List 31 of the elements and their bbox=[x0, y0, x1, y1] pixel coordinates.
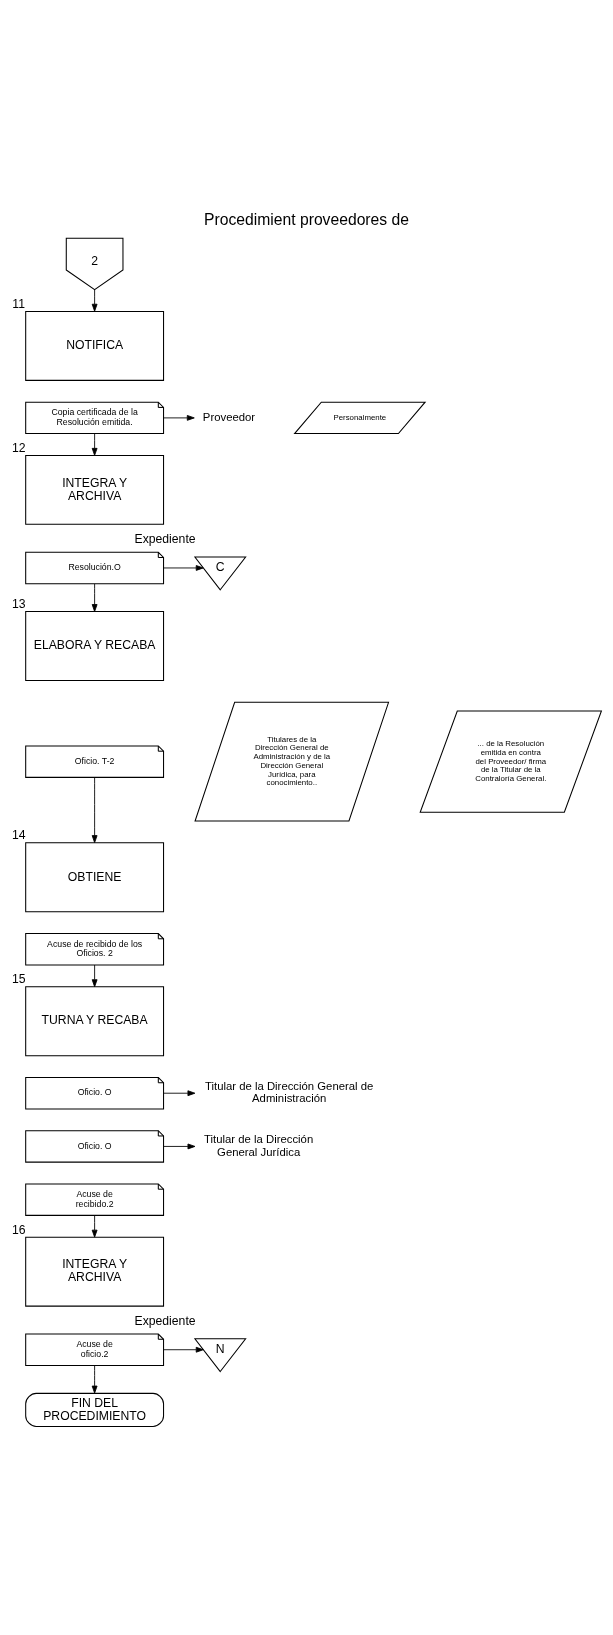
arrow bbox=[91, 1215, 98, 1238]
arrow bbox=[91, 289, 98, 312]
node-box: OBTIENE bbox=[25, 842, 165, 913]
node-text: Titular de la Dirección General de Administración bbox=[205, 1080, 374, 1105]
arrow bbox=[163, 1346, 204, 1353]
node-label: 11 bbox=[12, 297, 26, 312]
arrow bbox=[91, 433, 98, 456]
arrow bbox=[163, 1090, 196, 1097]
arrow bbox=[91, 964, 98, 988]
node-box: NOTIFICA bbox=[25, 310, 165, 381]
node-box: ELABORA Y RECABA bbox=[25, 611, 165, 682]
arrow bbox=[91, 1365, 98, 1394]
node-box: INTEGRA Y ARCHIVA bbox=[25, 1236, 165, 1307]
node-label: 14 bbox=[11, 828, 26, 843]
diagram-title: Procedimient proveedores de bbox=[204, 210, 409, 228]
arrow bbox=[91, 777, 98, 843]
node-box: FIN DEL PROCEDIMIENTO bbox=[25, 1392, 165, 1428]
node-label: 16 bbox=[11, 1222, 26, 1237]
node-text: Proveedor bbox=[202, 410, 256, 423]
node-label: 12 bbox=[11, 441, 26, 456]
node-label: Expediente bbox=[134, 1313, 196, 1328]
arrow bbox=[163, 565, 204, 571]
arrow bbox=[163, 1143, 196, 1150]
node-box: INTEGRA Y ARCHIVA bbox=[25, 454, 165, 525]
arrow bbox=[91, 583, 98, 612]
node-label: 13 bbox=[11, 597, 26, 612]
node-label: 15 bbox=[11, 972, 26, 987]
arrow bbox=[163, 415, 195, 421]
node-box: TURNA Y RECABA bbox=[25, 986, 165, 1057]
node-label: Expediente bbox=[134, 531, 196, 546]
node-text: Titular de la Dirección General Jurídica bbox=[204, 1133, 314, 1158]
